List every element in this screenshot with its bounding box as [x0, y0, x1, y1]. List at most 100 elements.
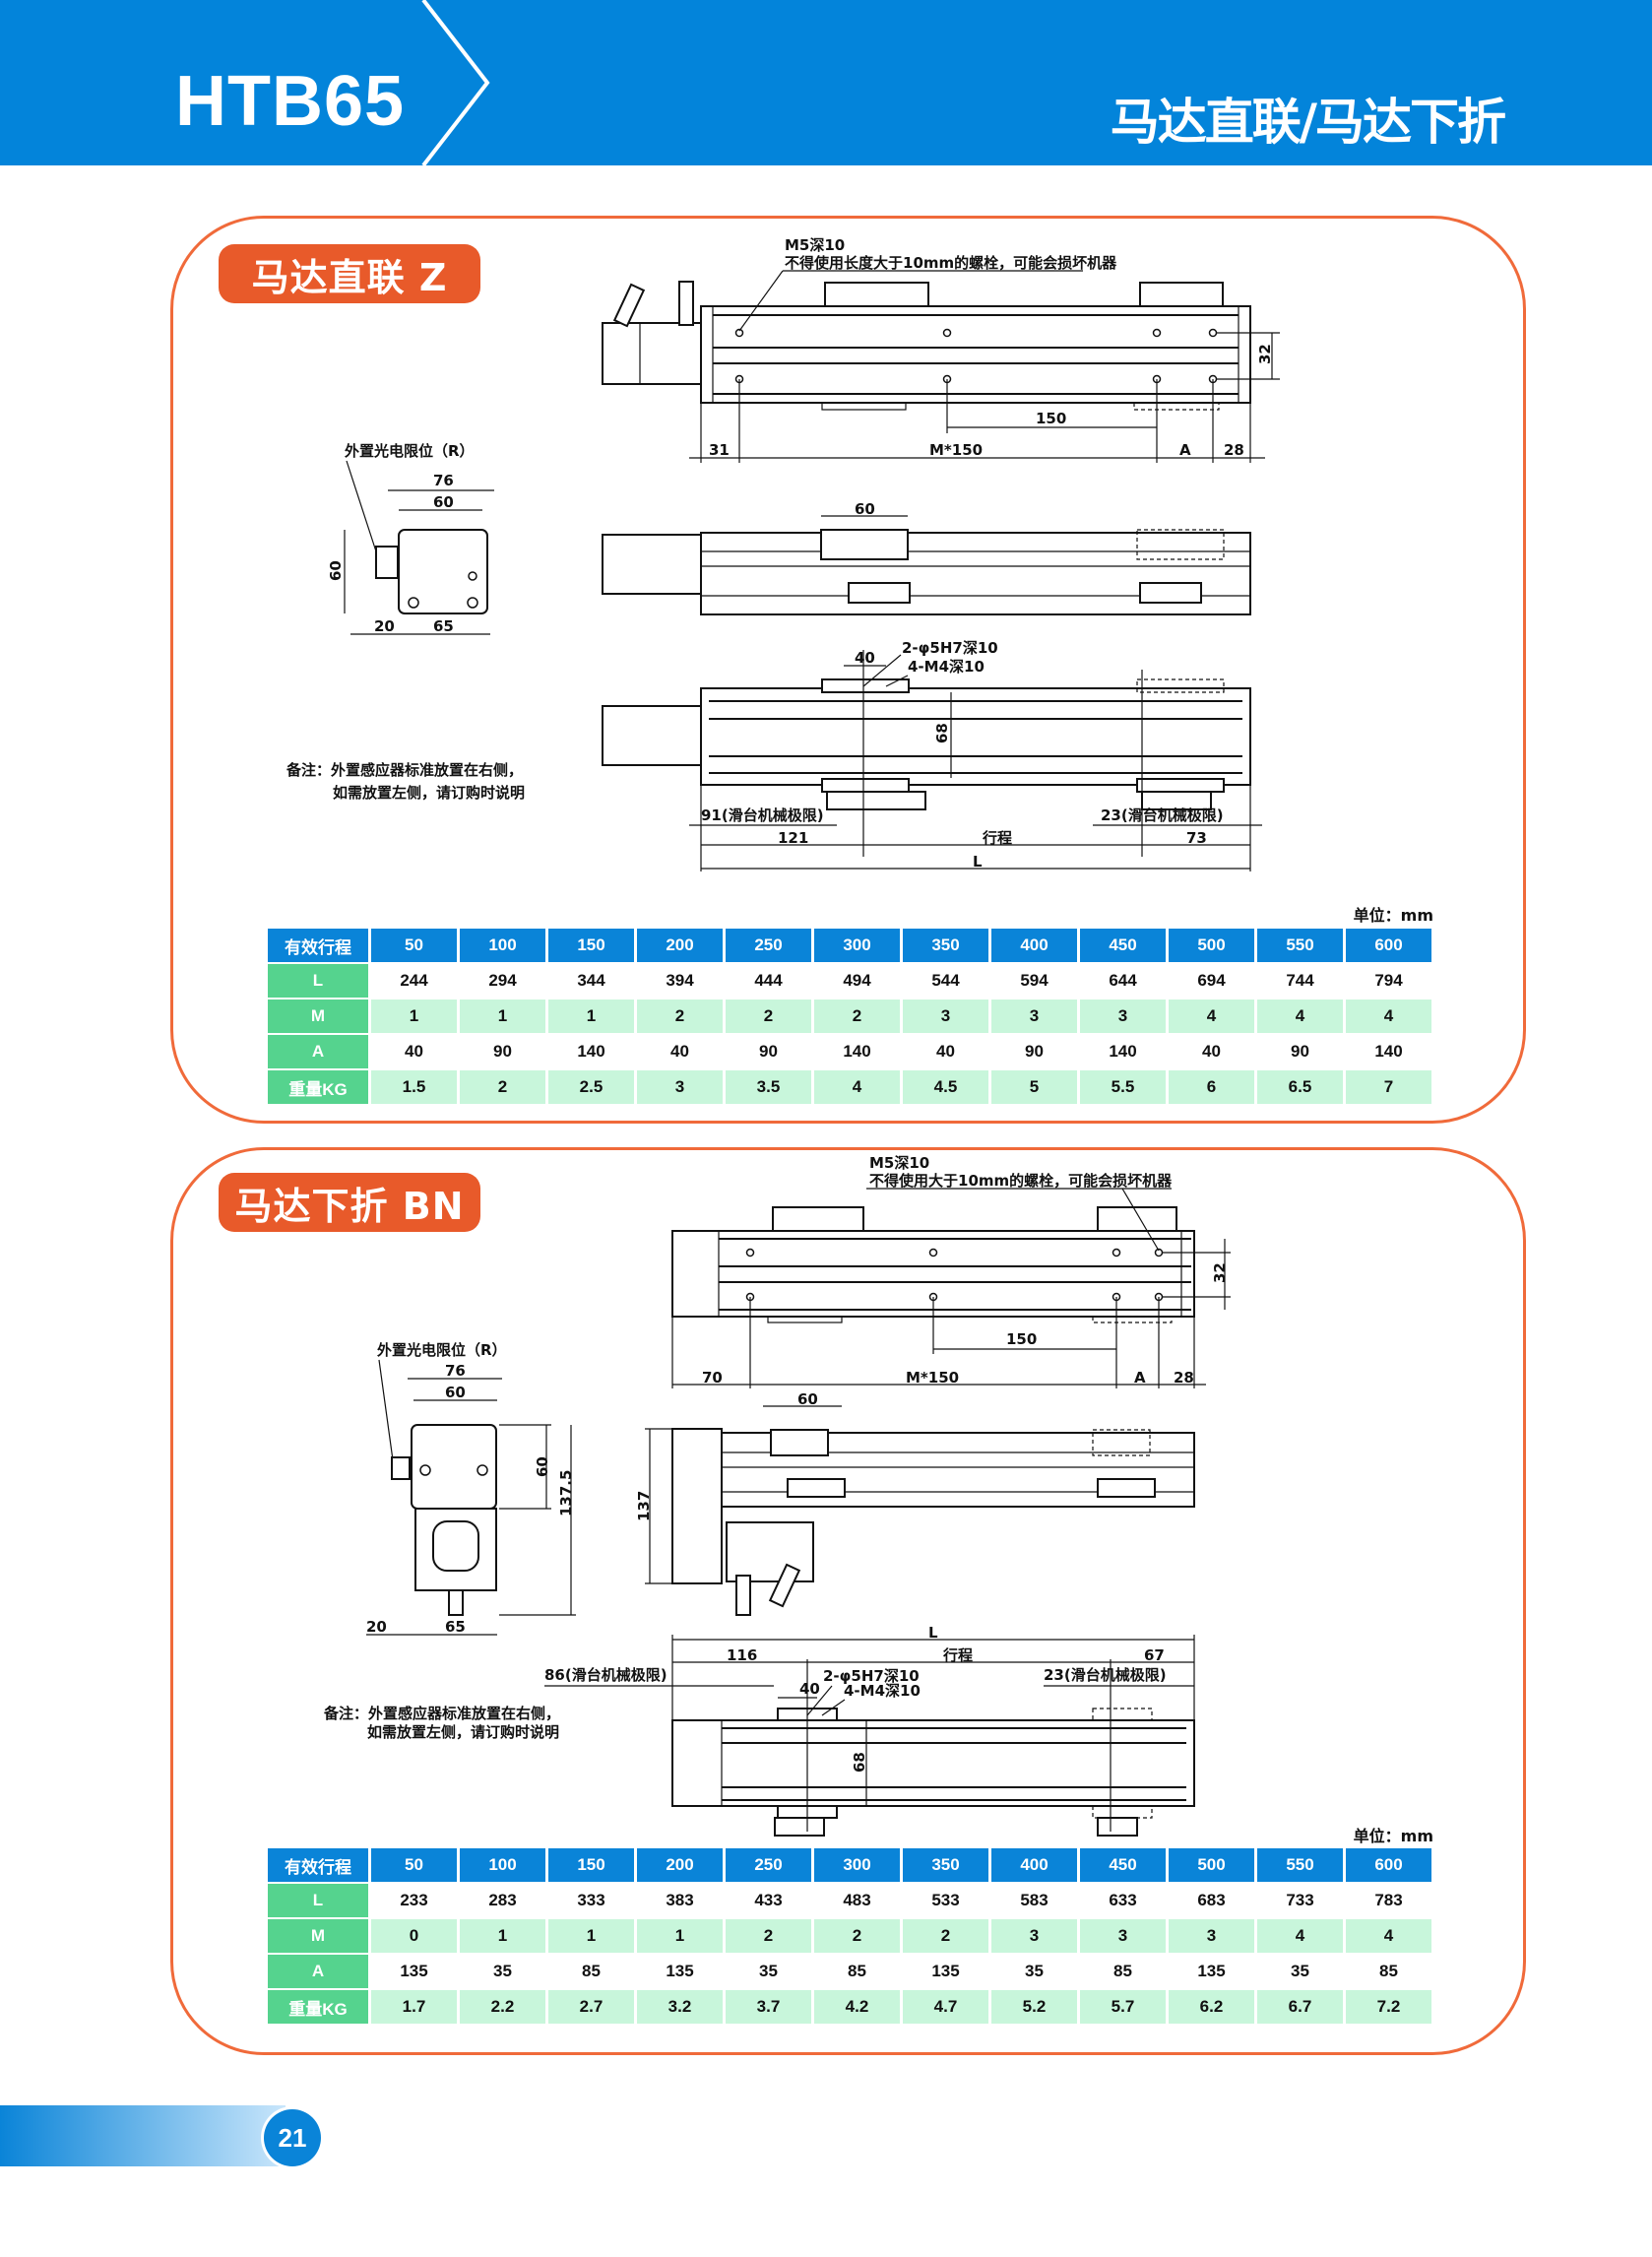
- dim-60-vertical: 60: [534, 1456, 551, 1477]
- table-cell: 135: [637, 1955, 723, 1990]
- table-cell: 3: [1080, 1000, 1166, 1035]
- page-title: 马达直联/马达下折: [1110, 94, 1506, 151]
- table-cell: 2: [637, 1000, 723, 1035]
- table-cell: 4: [1346, 1919, 1431, 1955]
- table-cell: 544: [903, 964, 988, 1000]
- table-cell: 1.7: [371, 1990, 457, 2026]
- row-label-cell: M: [268, 1000, 368, 1035]
- thread-hole-spec: 4-M4深10: [844, 1682, 921, 1700]
- table-cell: 4.2: [814, 1990, 900, 2026]
- dim-40: 40: [799, 1680, 820, 1698]
- table-cell: 5.2: [991, 1990, 1077, 2026]
- drawing-z-side-view: 外置光电限位（R） 76 60 60 20 65: [327, 442, 494, 635]
- stroke-header-cell: 600: [1346, 1848, 1431, 1884]
- table-cell: 3: [1080, 1919, 1166, 1955]
- dim-67: 67: [1144, 1646, 1165, 1664]
- table-cell: 90: [726, 1035, 811, 1070]
- table-cell: 283: [460, 1884, 545, 1919]
- dim-150: 150: [1036, 410, 1066, 427]
- dim-a: A: [1134, 1369, 1146, 1386]
- stroke-header-cell: 300: [814, 1848, 900, 1884]
- row-label-cell: A: [268, 1955, 368, 1990]
- bolt-warning-note: 不得使用长度大于10mm的螺栓，可能会损坏机器: [785, 254, 1117, 272]
- table-cell: 2.7: [548, 1990, 634, 2026]
- table-cell: 1: [460, 1000, 545, 1035]
- dim-73: 73: [1186, 829, 1207, 847]
- table-cell: 744: [1257, 964, 1343, 1000]
- section-badge: 马达下折 BN: [219, 1173, 480, 1232]
- table-cell: 433: [726, 1884, 811, 1919]
- thread-hole-spec: 4-M4深10: [908, 658, 985, 676]
- table-cell: 140: [1080, 1035, 1166, 1070]
- table-cell: 35: [991, 1955, 1077, 1990]
- dim-28: 28: [1224, 441, 1244, 459]
- dim-121: 121: [778, 829, 808, 847]
- table-cell: 333: [548, 1884, 634, 1919]
- table-cell: 3: [991, 1000, 1077, 1035]
- table-cell: 2: [460, 1070, 545, 1106]
- stroke-header-cell: 100: [460, 929, 545, 964]
- table-cell: 90: [1257, 1035, 1343, 1070]
- dim-32: 32: [1211, 1262, 1229, 1283]
- table-cell: 6: [1169, 1070, 1254, 1106]
- chevron-divider-icon: [421, 0, 490, 165]
- dim-60: 60: [855, 500, 875, 518]
- table-cell: 90: [991, 1035, 1077, 1070]
- stroke-header-cell: 350: [903, 929, 988, 964]
- row-label-cell: L: [268, 964, 368, 1000]
- table-cell: 2: [726, 1000, 811, 1035]
- section-motor-fold-panel: [170, 1147, 1526, 2055]
- stroke-header-cell: 400: [991, 929, 1077, 964]
- dim-l: L: [973, 853, 983, 871]
- table-cell: 694: [1169, 964, 1254, 1000]
- stroke-label: 行程: [982, 829, 1012, 847]
- drawing-z-top-view: M5深10 不得使用长度大于10mm的螺栓，可能会损坏机器 150 31 M*1…: [602, 236, 1280, 463]
- table-cell: 4.5: [903, 1070, 988, 1106]
- table-cell: 683: [1169, 1884, 1254, 1919]
- table-cell: 85: [1080, 1955, 1166, 1990]
- drawing-bn-side-view: 外置光电限位（R） 76 60 60 137.5 20 65: [366, 1341, 576, 1636]
- dim-60-vertical: 60: [327, 560, 345, 581]
- row-label-cell: 重量KG: [268, 1070, 368, 1106]
- table-cell: 644: [1080, 964, 1166, 1000]
- table-cell: 583: [991, 1884, 1077, 1919]
- remark-line-2: 如需放置左侧，请订购时说明: [333, 784, 525, 802]
- stroke-header-cell: 500: [1169, 929, 1254, 964]
- table-cell: 5: [991, 1070, 1077, 1106]
- table-cell: 35: [726, 1955, 811, 1990]
- drawing-bn-top-view: M5深10 不得使用大于10mm的螺栓，可能会损坏机器 150 70 M*150…: [671, 1154, 1231, 1388]
- section-badge: 马达直联 Z: [219, 244, 480, 303]
- table-cell: 1: [637, 1919, 723, 1955]
- table-cell: 2: [726, 1919, 811, 1955]
- table-cell: 2: [903, 1919, 988, 1955]
- table-cell: 135: [371, 1955, 457, 1990]
- dim-137-5: 137.5: [557, 1470, 575, 1516]
- model-name: HTB65: [175, 62, 406, 141]
- stroke-header-cell: 50: [371, 1848, 457, 1884]
- stroke-header-cell: 200: [637, 929, 723, 964]
- stroke-header-cell: 200: [637, 1848, 723, 1884]
- table-cell: 6.7: [1257, 1990, 1343, 2026]
- table-cell: 3.5: [726, 1070, 811, 1106]
- section-motor-direct-panel: [170, 216, 1526, 1124]
- dim-m150: M*150: [906, 1369, 959, 1386]
- table-cell: 3.7: [726, 1990, 811, 2026]
- stroke-header-cell: 400: [991, 1848, 1077, 1884]
- header-label-cell: 有效行程: [268, 929, 368, 964]
- stroke-header-cell: 150: [548, 929, 634, 964]
- unit-label: 单位：mm: [1353, 906, 1433, 925]
- row-label-cell: L: [268, 1884, 368, 1919]
- dim-60: 60: [433, 493, 454, 511]
- stroke-header-cell: 100: [460, 1848, 545, 1884]
- stroke-label: 行程: [942, 1646, 973, 1664]
- stroke-header-cell: 250: [726, 929, 811, 964]
- table-cell: 533: [903, 1884, 988, 1919]
- drawing-bn-front-view: 60 137: [635, 1390, 1195, 1616]
